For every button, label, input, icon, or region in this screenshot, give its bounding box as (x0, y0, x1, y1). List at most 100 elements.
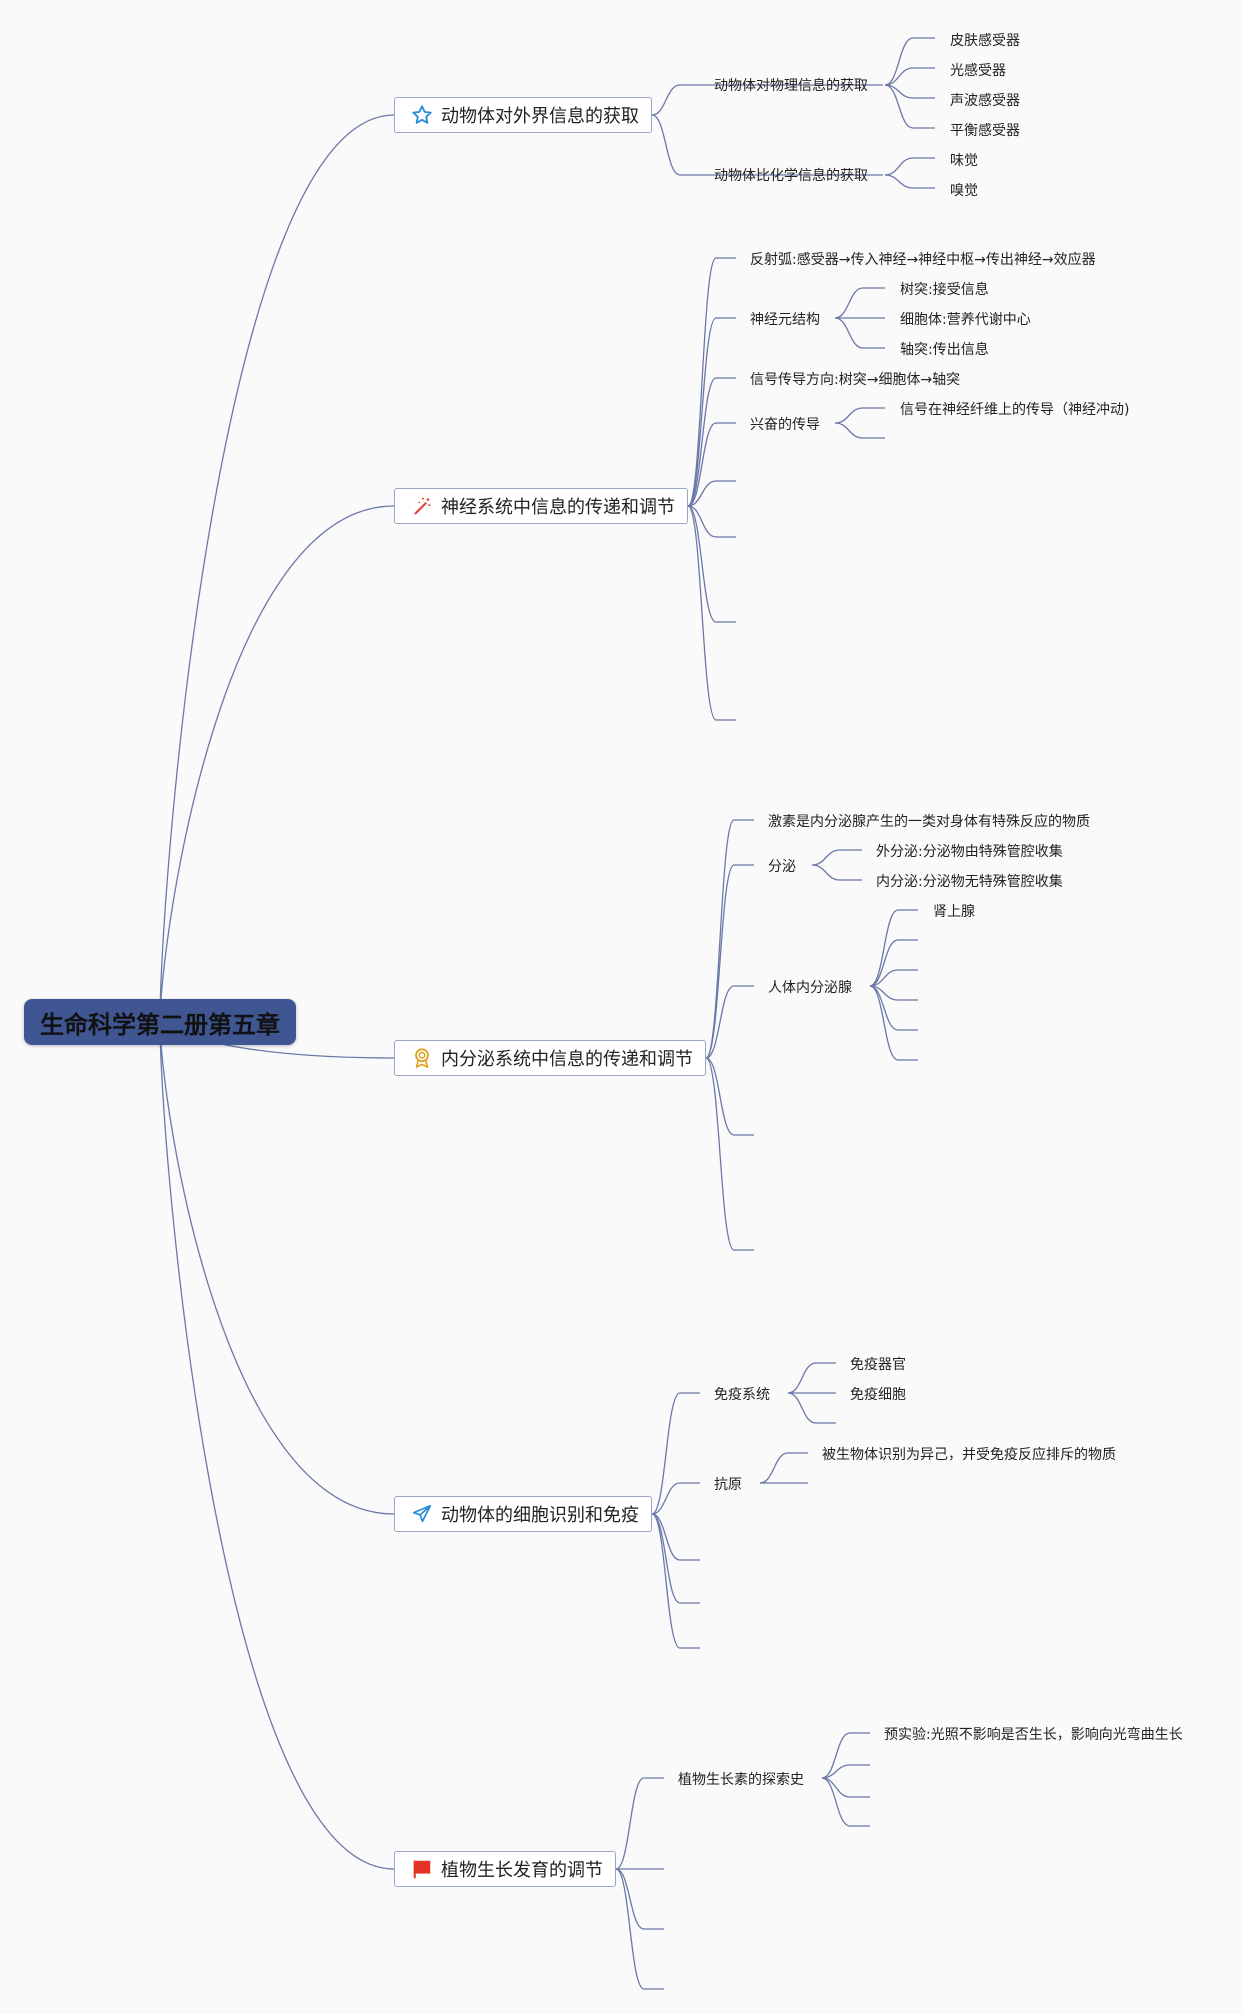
branch-label: 内分泌系统中信息的传递和调节 (441, 1049, 693, 1070)
topic-label: 预实验:光照不影响是否生长，影响向光弯曲生长 (884, 1727, 1183, 1743)
topic-label: 光感受器 (950, 63, 1006, 79)
topic-antigen[interactable]: 抗原 (714, 1476, 742, 1494)
topic-immune-cells[interactable]: 免疫细胞 (850, 1386, 906, 1404)
topic-label: 轴突:传出信息 (900, 342, 989, 358)
topic-label: 平衡感受器 (950, 123, 1020, 139)
connector-line (884, 84, 935, 129)
topic-endocrine[interactable]: 内分泌:分泌物无特殊管腔收集 (876, 873, 1063, 891)
branch-endocrine-system[interactable]: 内分泌系统中信息的传递和调节 (394, 1040, 706, 1076)
branch-cell-recognition-immunity[interactable]: 动物体的细胞识别和免疫 (394, 1496, 652, 1532)
star-icon (411, 104, 433, 126)
connector-line (687, 422, 736, 507)
topic-sound-receptor[interactable]: 声波感受器 (950, 92, 1020, 110)
connector-line (687, 257, 736, 507)
topic-pre-experiment[interactable]: 预实验:光照不影响是否生长，影响向光弯曲生长 (884, 1726, 1183, 1744)
topic-label: 外分泌:分泌物由特殊管腔收集 (876, 844, 1063, 860)
branch-nervous-system[interactable]: 神经系统中信息的传递和调节 (394, 488, 688, 524)
topic-label: 味觉 (950, 153, 978, 169)
connector-line (705, 819, 754, 1059)
topic-neuron-structure[interactable]: 神经元结构 (750, 311, 820, 329)
connector-line (821, 1764, 870, 1779)
connector-line (884, 84, 935, 99)
connector-line (615, 1868, 664, 1990)
topic-label: 被生物体识别为异己，并受免疫反应排斥的物质 (822, 1447, 1116, 1463)
connector-line (884, 67, 935, 86)
topic-label: 动物体对物理信息的获取 (714, 78, 868, 94)
topic-taste[interactable]: 味觉 (950, 152, 978, 170)
topic-physical-info[interactable]: 动物体对物理信息的获取 (714, 77, 868, 95)
topic-label: 嗅觉 (950, 183, 978, 199)
root-connector (159, 114, 395, 1023)
topic-label: 反射弧:感受器→传入神经→神经中枢→传出神经→效应器 (750, 252, 1096, 268)
root-topic[interactable]: 生命科学第二册第五章 (24, 999, 296, 1045)
topic-balance-receptor[interactable]: 平衡感受器 (950, 122, 1020, 140)
topic-label: 兴奋的传导 (750, 417, 820, 433)
connector-line (687, 505, 736, 623)
topic-label: 分泌 (768, 859, 796, 875)
connector-line (821, 1777, 870, 1798)
connector-line (687, 505, 736, 721)
topic-label: 神经元结构 (750, 312, 820, 328)
topic-antigen-definition[interactable]: 被生物体识别为异己，并受免疫反应排斥的物质 (822, 1446, 1116, 1464)
connector-line (705, 985, 754, 1059)
connector-line (687, 505, 736, 538)
topic-label: 人体内分泌腺 (768, 980, 852, 996)
connector-line (787, 1362, 836, 1394)
connector-line (834, 287, 885, 319)
topic-label: 免疫细胞 (850, 1387, 906, 1403)
connector-line (834, 407, 885, 424)
connector-line (651, 1392, 700, 1515)
branch-animal-external-info[interactable]: 动物体对外界信息的获取 (394, 97, 652, 133)
paper-plane-icon (411, 1503, 433, 1525)
connector-line (869, 985, 918, 1061)
topic-label: 细胞体:营养代谢中心 (900, 312, 1031, 328)
connector-line (705, 1057, 754, 1251)
topic-dendrite[interactable]: 树突:接受信息 (900, 281, 989, 299)
connector-line (884, 157, 935, 176)
root-topic-label: 生命科学第二册第五章 (40, 1010, 280, 1039)
topic-hormone-definition[interactable]: 激素是内分泌腺产生的一类对身体有特殊反应的物质 (768, 813, 1090, 831)
topic-label: 抗原 (714, 1477, 742, 1493)
branch-plant-growth-regulation[interactable]: 植物生长发育的调节 (394, 1851, 616, 1887)
topic-label: 免疫系统 (714, 1387, 770, 1403)
topic-axon[interactable]: 轴突:传出信息 (900, 341, 989, 359)
topic-cell-body[interactable]: 细胞体:营养代谢中心 (900, 311, 1031, 329)
connector-line (687, 480, 736, 507)
topic-secretion[interactable]: 分泌 (768, 858, 796, 876)
topic-immune-organs[interactable]: 免疫器官 (850, 1356, 906, 1374)
topic-exocrine[interactable]: 外分泌:分泌物由特殊管腔收集 (876, 843, 1063, 861)
connector-line (651, 114, 700, 176)
connector-line (687, 317, 736, 507)
topic-immune-system[interactable]: 免疫系统 (714, 1386, 770, 1404)
connector-line (834, 422, 885, 439)
topic-light-receptor[interactable]: 光感受器 (950, 62, 1006, 80)
topic-smell[interactable]: 嗅觉 (950, 182, 978, 200)
connector-line (787, 1392, 836, 1424)
connector-line (834, 317, 885, 349)
topic-chemical-info[interactable]: 动物体比化学信息的获取 (714, 167, 868, 185)
connector-line (687, 377, 736, 507)
topic-label: 信号在神经纤维上的传导（神经冲动) (900, 402, 1130, 418)
topic-adrenal-gland[interactable]: 肾上腺 (933, 903, 975, 921)
topic-label: 植物生长素的探索史 (678, 1772, 804, 1788)
connector-line (869, 985, 918, 1001)
topic-skin-receptor[interactable]: 皮肤感受器 (950, 32, 1020, 50)
topic-nerve-impulse[interactable]: 信号在神经纤维上的传导（神经冲动) (900, 401, 1129, 419)
topic-reflex-arc[interactable]: 反射弧:感受器→传入神经→神经中枢→传出神经→效应器 (750, 251, 1096, 269)
connector-line (705, 1057, 754, 1136)
topic-label: 肾上腺 (933, 904, 975, 920)
topic-label: 信号传导方向:树突→细胞体→轴突 (750, 372, 961, 388)
topic-human-endocrine-glands[interactable]: 人体内分泌腺 (768, 979, 852, 997)
root-connector (159, 505, 395, 1023)
topic-excitation-conduction[interactable]: 兴奋的传导 (750, 416, 820, 434)
branch-label: 神经系统中信息的传递和调节 (441, 497, 675, 518)
connector-line (869, 969, 918, 987)
medal-icon (411, 1047, 433, 1069)
topic-signal-direction[interactable]: 信号传导方向:树突→细胞体→轴突 (750, 371, 960, 389)
connector-line (884, 174, 935, 189)
branch-label: 动物体对外界信息的获取 (441, 106, 639, 127)
connector-line (759, 1452, 808, 1484)
red-flag-icon (411, 1858, 433, 1880)
topic-auxin-history[interactable]: 植物生长素的探索史 (678, 1771, 804, 1789)
